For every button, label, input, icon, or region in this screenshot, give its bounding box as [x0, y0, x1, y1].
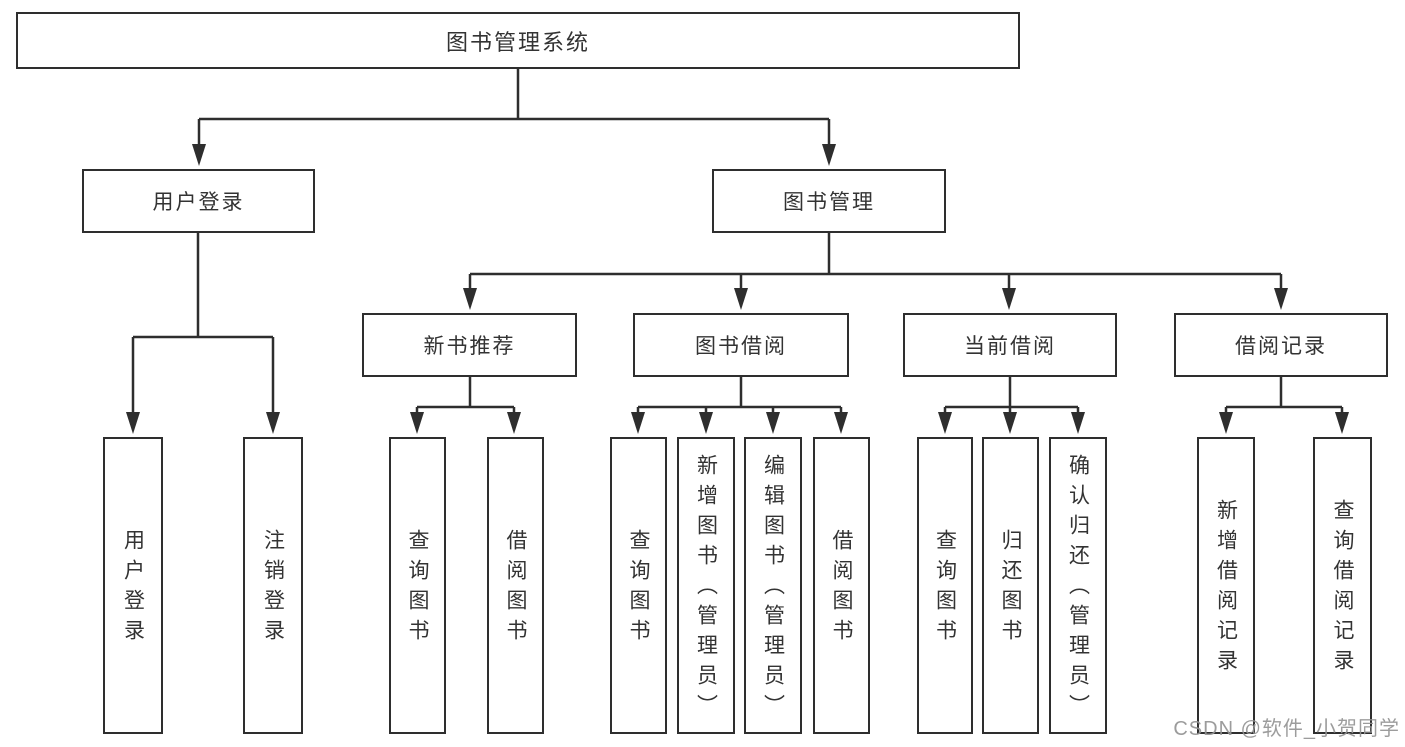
node-module-current-borrow: 当前借阅 [903, 313, 1117, 377]
node-leaf-user-login: 用户登录 [103, 437, 163, 734]
node-leaf-return-books: 归还图书 [982, 437, 1039, 734]
node-module-book-borrow: 图书借阅 [633, 313, 849, 377]
node-leaf-query-borrow-record: 查询借阅记录 [1313, 437, 1372, 734]
node-root-system: 图书管理系统 [16, 12, 1020, 69]
node-module-new-book-recommend: 新书推荐 [362, 313, 577, 377]
node-leaf-borrow-books: 借阅图书 [813, 437, 870, 734]
node-branch-user-login: 用户登录 [82, 169, 315, 233]
node-module-borrow-records: 借阅记录 [1174, 313, 1388, 377]
node-leaf-edit-books-admin: 编辑图书（管理员） [744, 437, 802, 734]
node-leaf-query-books-recommend: 查询图书 [389, 437, 446, 734]
csdn-watermark: CSDN @软件_小贺同学 [1173, 718, 1400, 740]
node-leaf-query-books-current: 查询图书 [917, 437, 973, 734]
node-leaf-borrow-books-recommend: 借阅图书 [487, 437, 544, 734]
node-leaf-add-borrow-record: 新增借阅记录 [1197, 437, 1255, 734]
node-leaf-add-books-admin: 新增图书（管理员） [677, 437, 735, 734]
node-leaf-query-books-borrow: 查询图书 [610, 437, 667, 734]
node-leaf-logout: 注销登录 [243, 437, 303, 734]
node-branch-book-management: 图书管理 [712, 169, 946, 233]
node-leaf-confirm-return-admin: 确认归还（管理员） [1049, 437, 1107, 734]
